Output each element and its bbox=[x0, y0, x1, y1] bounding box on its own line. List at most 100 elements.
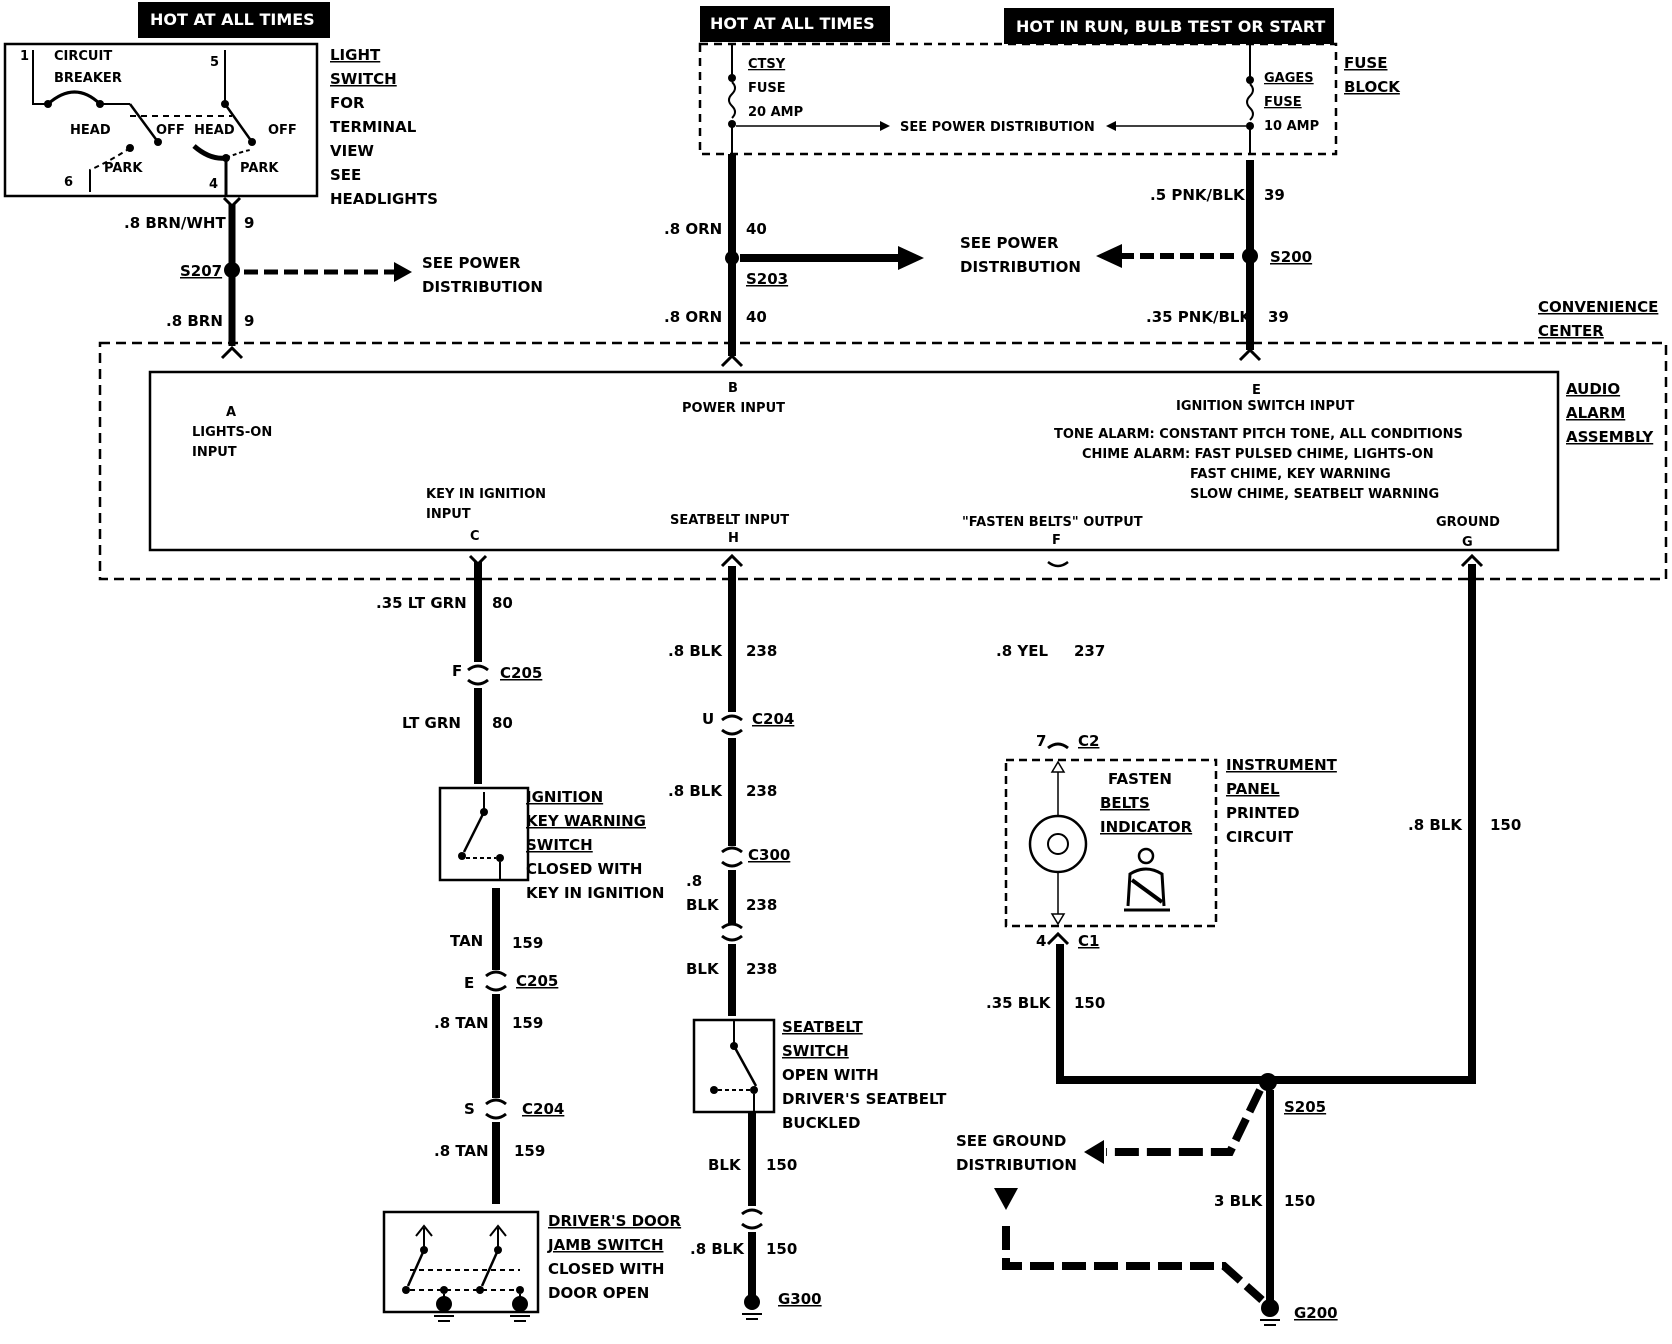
alarm-a-pin-label: A bbox=[226, 405, 236, 420]
fuse-block-fuse1-label: FUSE bbox=[748, 81, 786, 96]
ground-s205-label: S205 bbox=[1284, 1098, 1326, 1116]
ground-w1-label: .8 BLK bbox=[1408, 816, 1463, 834]
fuse-block-see-power-label: SEE POWER DISTRIBUTION bbox=[900, 120, 1095, 135]
convenience-center-line2-label: CENTER bbox=[1538, 322, 1604, 340]
alarm-a-l1-label: LIGHTS-ON bbox=[192, 425, 272, 440]
alarm-chime2-label: FAST CHIME, KEY WARNING bbox=[1190, 467, 1391, 482]
fuse-block: CTSY FUSE 20 AMP GAGES FUSE 10 AMP SEE P… bbox=[698, 42, 1338, 156]
light-switch-park2-label: PARK bbox=[240, 161, 279, 176]
light-switch-head2-label: HEAD bbox=[194, 123, 235, 138]
circuit238-n4-label: 238 bbox=[746, 960, 777, 978]
circuit238-w2-label: .8 BLK bbox=[668, 782, 723, 800]
circuit80-door-2-label: CLOSED WITH bbox=[548, 1260, 664, 1278]
seatbelt-switch: SEATBELT SWITCH OPEN WITH DRIVER'S SEATB… bbox=[692, 1018, 947, 1132]
alarm-g-pin-label: G bbox=[1462, 535, 1473, 550]
circuit238-n1-label: 238 bbox=[746, 642, 777, 660]
circuit80-c205-pin-label: F bbox=[452, 662, 462, 680]
circuit237-c2-label: C2 bbox=[1078, 732, 1099, 750]
circuit80-switch-1-label: KEY WARNING bbox=[526, 812, 646, 830]
circuit80-door-3-label: DOOR OPEN bbox=[548, 1284, 649, 1302]
wires-w40-top-label: .8 ORN bbox=[664, 220, 722, 238]
circuit-150-indicator: 4 C1 .35 BLK 150 bbox=[986, 931, 1268, 1084]
circuit80-switch-4-label: KEY IN IGNITION bbox=[526, 884, 664, 902]
wires-w39-top-label: .5 PNK/BLK bbox=[1150, 186, 1246, 204]
ignition-key-warning-switch: IGNITION KEY WARNING SWITCH CLOSED WITH … bbox=[438, 786, 664, 902]
circuit80-switch-2-label: SWITCH bbox=[526, 836, 593, 854]
circuit80-w3-label: TAN bbox=[450, 932, 483, 950]
wires-w9-bot-label: .8 BRN bbox=[166, 312, 223, 330]
circuit80-c204-pin-label: S bbox=[464, 1100, 475, 1118]
circuit238-switch-3-label: DRIVER'S SEATBELT bbox=[782, 1090, 947, 1108]
light-switch-pin5-label: 5 bbox=[210, 55, 219, 70]
alarm-e-pin-label: E bbox=[1252, 383, 1261, 398]
wires-w40-bot-num-label: 40 bbox=[746, 308, 767, 326]
alarm-b-l1-label: POWER INPUT bbox=[682, 401, 785, 416]
light-switch-caption-1-label: SWITCH bbox=[330, 70, 397, 88]
circuit-237: .8 YEL 237 7 C2 bbox=[996, 560, 1105, 750]
circuit80-w4-label: .8 TAN bbox=[434, 1014, 489, 1032]
wires-w40-bot-label: .8 ORN bbox=[664, 308, 722, 326]
circuit-40: .8 ORN 40 S203 .8 ORN 40 bbox=[664, 154, 924, 368]
light-switch-head1-label: HEAD bbox=[70, 123, 111, 138]
alarm-e-l1-label: IGNITION SWITCH INPUT bbox=[1176, 399, 1355, 414]
seatbelt-icon bbox=[1124, 847, 1170, 912]
light-switch-circuit-label: CIRCUIT bbox=[54, 49, 112, 64]
convenience-center: CONVENIENCE CENTER bbox=[98, 298, 1668, 581]
circuit238-c204-pin-label: U bbox=[702, 710, 714, 728]
ground-see-ground-1-label: SEE GROUND bbox=[956, 1132, 1066, 1150]
light-switch-caption-2-label: FOR bbox=[330, 94, 365, 112]
light-switch-pin1-label: 1 bbox=[20, 49, 29, 64]
light-switch-caption-3-label: TERMINAL bbox=[330, 118, 417, 136]
header-hot-at-all-times-right: HOT AT ALL TIMES bbox=[700, 6, 890, 42]
circuit80-c204-label: C204 bbox=[522, 1100, 564, 1118]
circuit80-w2-label: LT GRN bbox=[402, 714, 461, 732]
circuit237-indicator-2-label: INDICATOR bbox=[1100, 818, 1193, 836]
alarm-chime3-label: SLOW CHIME, SEATBELT WARNING bbox=[1190, 487, 1439, 502]
instrument-panel-printed-circuit: FASTEN BELTS INDICATOR INSTRUMENT PANEL … bbox=[1004, 756, 1338, 928]
wires-s203-label: S203 bbox=[746, 270, 788, 288]
fuse-block-caption2-label: BLOCK bbox=[1344, 78, 1401, 96]
alarm-h-pin-label: H bbox=[728, 531, 739, 546]
audio-alarm-assembly: AUDIO ALARM ASSEMBLY A LIGHTS-ON INPUT B… bbox=[148, 370, 1654, 552]
circuit80-w5-label: .8 TAN bbox=[434, 1142, 489, 1160]
light-switch: 1 CIRCUIT BREAKER 5 6 4 HEAD OFF PARK HE… bbox=[3, 42, 319, 198]
fuse-block-ctsy-label: CTSY bbox=[748, 57, 786, 72]
circuit238-w1-label: .8 BLK bbox=[668, 642, 723, 660]
circuit238-w5-label: BLK bbox=[708, 1156, 742, 1174]
circuit238-c300-label: C300 bbox=[748, 846, 790, 864]
wires-w9-top-label: .8 BRN/WHT bbox=[124, 214, 226, 232]
circuit80-w1-label: .35 LT GRN bbox=[376, 594, 467, 612]
headers-hot-at-all-times-1-label: HOT AT ALL TIMES bbox=[150, 10, 315, 29]
alarm-f-l1-label: "FASTEN BELTS" OUTPUT bbox=[962, 515, 1143, 530]
circuit-159: TAN 159 E C205 .8 TAN 159 S C204 .8 TAN … bbox=[434, 888, 564, 1204]
circuit237-ipc-2-label: PRINTED bbox=[1226, 804, 1300, 822]
light-switch-park1-label: PARK bbox=[104, 161, 143, 176]
circuit237-c2-pin-label: 7 bbox=[1036, 732, 1046, 750]
circuit237-ipc-0-label: INSTRUMENT bbox=[1226, 756, 1338, 774]
light-switch-pin4-label: 4 bbox=[209, 177, 218, 192]
alarm-a-l2-label: INPUT bbox=[192, 445, 237, 460]
ground-w2-label: 3 BLK bbox=[1214, 1192, 1264, 1210]
circuit237-indicator-0-label: FASTEN bbox=[1108, 770, 1172, 788]
circuit238-n6-label: 150 bbox=[766, 1240, 797, 1258]
ground-n2-label: 150 bbox=[1284, 1192, 1315, 1210]
circuit237-ipc-3-label: CIRCUIT bbox=[1226, 828, 1294, 846]
wires-see-power-1a-label: SEE POWER bbox=[422, 254, 521, 272]
circuit238-w6-label: .8 BLK bbox=[690, 1240, 745, 1258]
fuse-block-caption1-label: FUSE bbox=[1344, 54, 1387, 72]
alarm-chime1-label: CHIME ALARM: FAST PULSED CHIME, LIGHTS-O… bbox=[1082, 447, 1434, 462]
wires-w39-bot-label: .35 PNK/BLK bbox=[1146, 308, 1252, 326]
alarm-title-2-label: ASSEMBLY bbox=[1566, 428, 1654, 446]
headers-hot-in-run-label: HOT IN RUN, BULB TEST OR START bbox=[1016, 17, 1325, 36]
wires-see-power-2b-label: DISTRIBUTION bbox=[960, 258, 1081, 276]
circuit-150-seatbelt-ground: BLK 150 .8 BLK 150 G300 bbox=[690, 1112, 822, 1320]
alarm-f-pin-label: F bbox=[1052, 533, 1061, 548]
light-switch-caption: LIGHT SWITCH FOR TERMINAL VIEW SEE HEADL… bbox=[330, 46, 438, 208]
wires-w9-bot-num-label: 9 bbox=[244, 312, 254, 330]
alarm-c-pin-label: C bbox=[470, 529, 480, 544]
ground-g200-label: G200 bbox=[1294, 1304, 1338, 1322]
wires-w9-top-num-label: 9 bbox=[244, 214, 254, 232]
circuit80-door-0-label: DRIVER'S DOOR bbox=[548, 1212, 682, 1230]
light-switch-caption-6-label: HEADLIGHTS bbox=[330, 190, 438, 208]
